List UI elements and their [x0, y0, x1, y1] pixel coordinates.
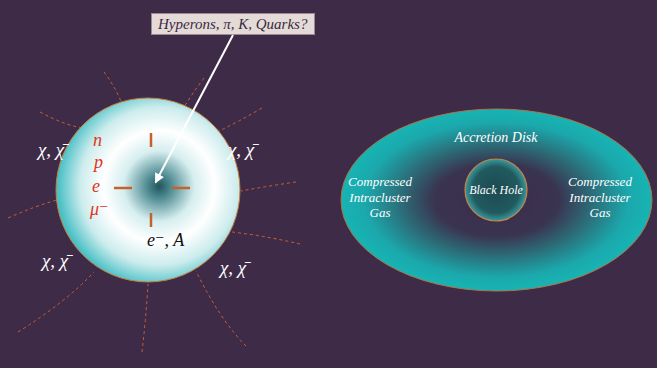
particle-flux-label: χ, χ̄: [38, 139, 64, 161]
callout-box: Hyperons, π, K, Quarks?: [151, 13, 315, 35]
callout-text: Hyperons, π, K, Quarks?: [158, 15, 307, 33]
neutron-star: npeμ⁻ e⁻, A: [55, 97, 241, 283]
particle-label: e⁻, A: [147, 230, 184, 252]
particle-flux-label: χ, χ̄: [42, 250, 68, 272]
black-hole: Black Hole: [464, 158, 528, 222]
neutron-star-outline: [55, 97, 241, 283]
force-dash: [114, 187, 132, 190]
accretion-region: Accretion DiskCompressed Intracluster Ga…: [340, 108, 653, 292]
region-label: Compressed Intracluster Gas: [558, 174, 642, 221]
particle-flux-label: χ, χ̄: [220, 257, 246, 279]
force-dash: [172, 187, 190, 190]
force-dash: [150, 133, 153, 147]
particle-flux-label: χ, χ̄: [228, 139, 254, 161]
particle-label: μ⁻: [90, 199, 109, 221]
particle-label: p: [94, 152, 103, 174]
black-hole-label: Black Hole: [464, 183, 528, 197]
region-label: Accretion Disk: [436, 130, 556, 147]
particle-label: n: [93, 130, 102, 152]
pointer-arrow: [155, 35, 233, 183]
particle-label: e: [92, 176, 100, 198]
force-dash: [150, 213, 153, 227]
region-label: Compressed Intracluster Gas: [338, 174, 422, 221]
